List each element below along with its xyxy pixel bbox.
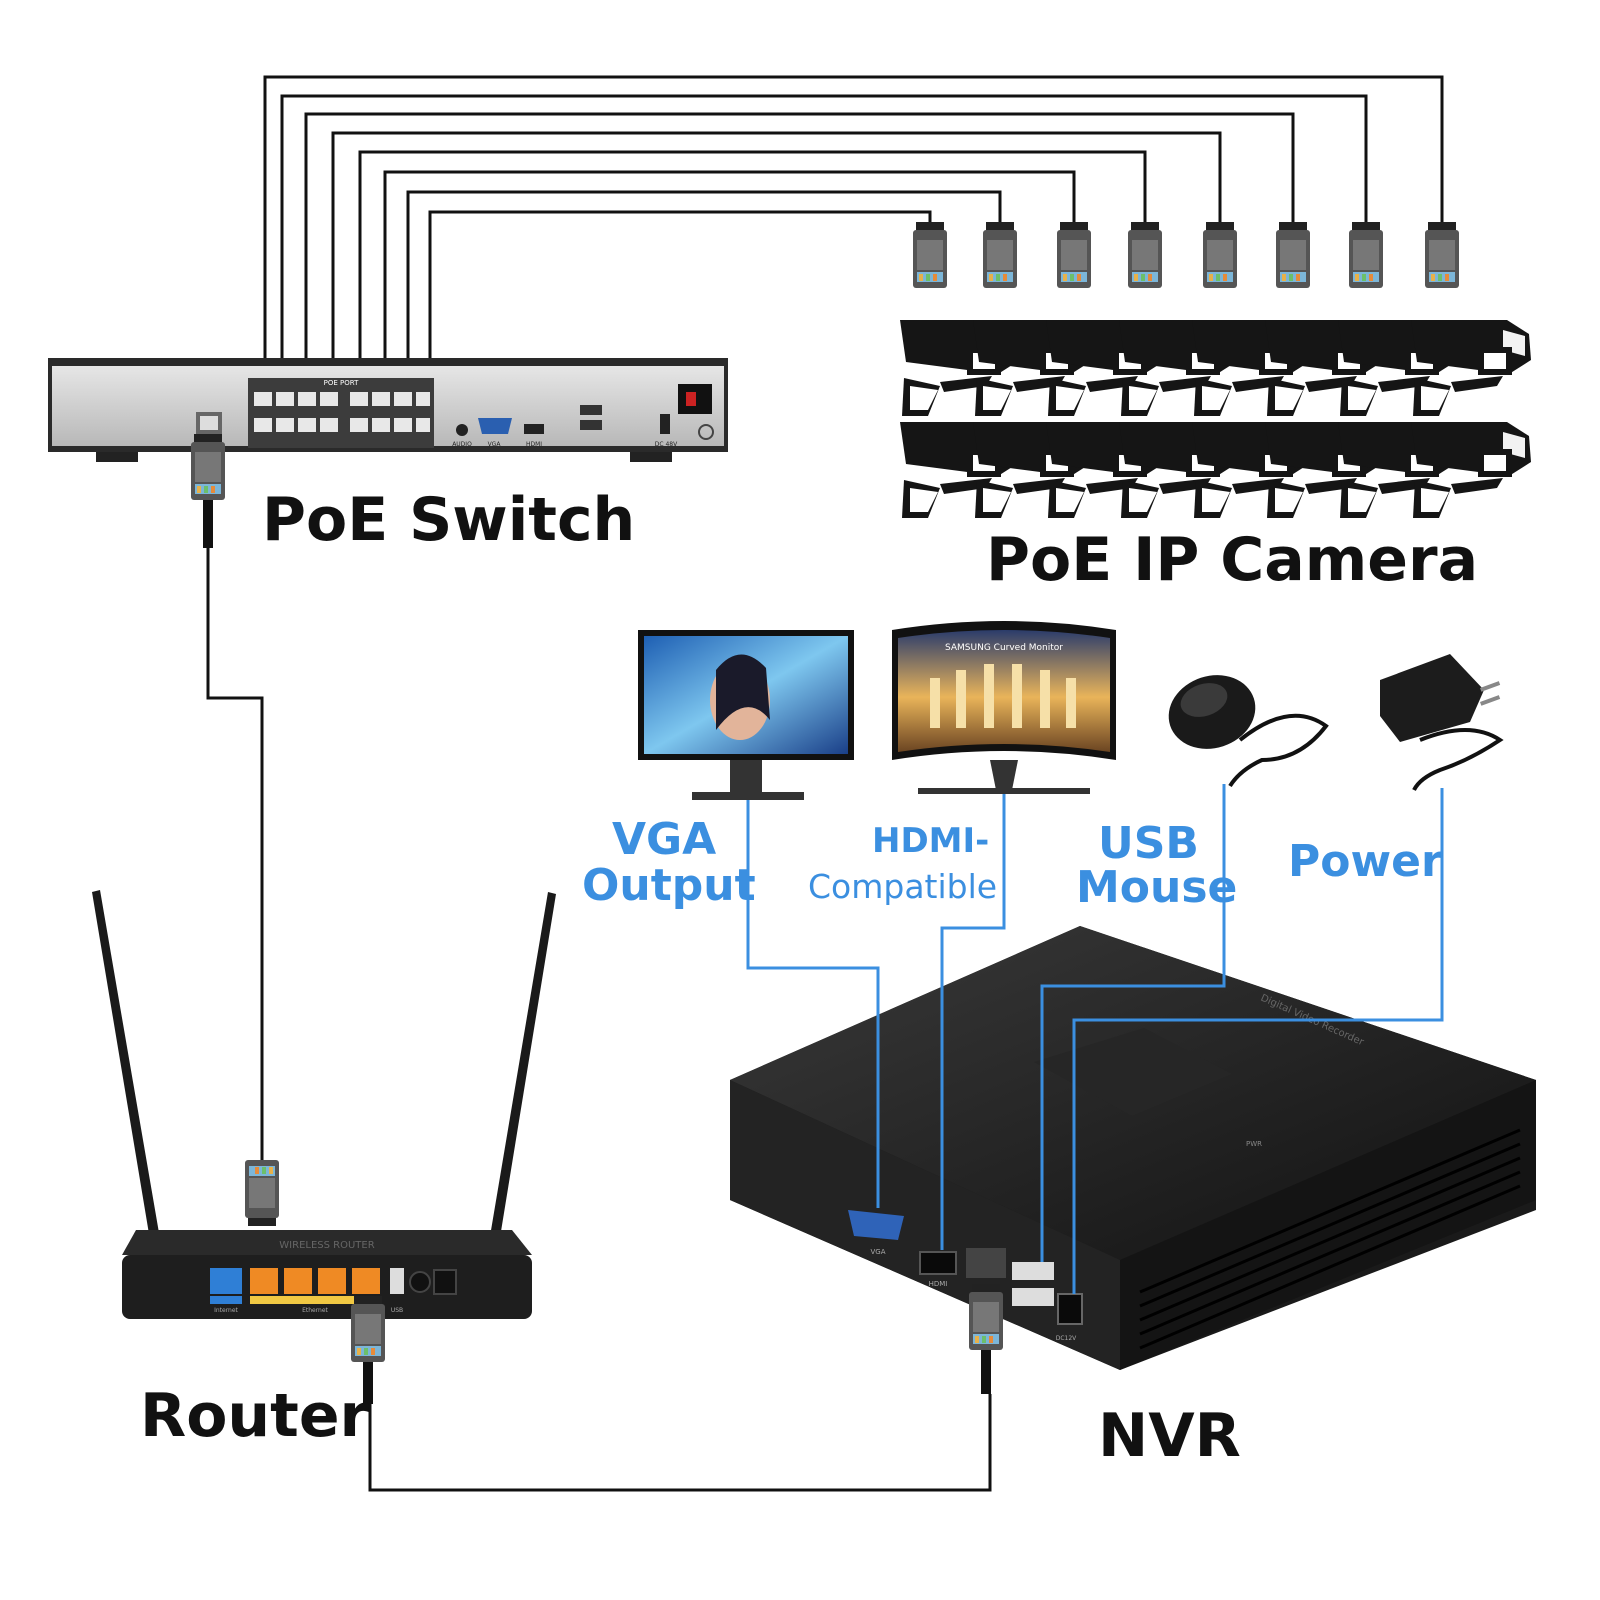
poe-switch: POE PORT AUDIO VGA HDMI DC 48V — [48, 358, 728, 462]
hdmi-label-line1: HDMI- — [872, 821, 990, 861]
switch-poe-port-text: POE PORT — [324, 379, 359, 387]
output-lines — [746, 784, 1444, 1294]
rj45-connector-icon — [245, 1160, 279, 1226]
nvr-vga-text: VGA — [870, 1248, 885, 1256]
router-connectors — [245, 1160, 385, 1404]
poe-ip-camera-label: PoE IP Camera — [986, 525, 1479, 595]
vga-output-label-line2: Output — [582, 860, 756, 911]
switch-vga-text: VGA — [488, 441, 502, 448]
nvr-label: NVR — [1098, 1401, 1241, 1471]
vga-monitor — [638, 630, 854, 800]
usb-mouse — [1168, 675, 1329, 788]
uplink-cable — [191, 434, 264, 1160]
ip-cameras — [900, 320, 1531, 518]
vga-output-label-line1: VGA — [612, 814, 717, 865]
switch-audio-text: AUDIO — [452, 441, 472, 448]
nvr: Digital Video Recorder PWR VGA HDMI DC12… — [730, 926, 1536, 1370]
rj45-connector-icon — [191, 434, 225, 500]
rj45-connector-icon — [351, 1296, 385, 1362]
nvr-pwr-text: PWR — [1246, 1140, 1262, 1148]
rj45-connector-icon — [1425, 222, 1459, 288]
rj45-connector-icon — [1203, 222, 1237, 288]
rj45-connector-icon — [1128, 222, 1162, 288]
usb-mouse-label-line2: Mouse — [1076, 862, 1238, 913]
rj45-connector-icon — [913, 222, 947, 288]
camera-connectors — [913, 222, 1459, 288]
nvr-dc-text: DC12V — [1056, 1335, 1077, 1342]
hdmi-label-line2: Compatible — [808, 867, 998, 906]
power-label: Power — [1288, 836, 1443, 887]
router-nvr-cable — [368, 1394, 992, 1492]
router-label: Router — [140, 1381, 370, 1451]
rj45-connector-icon — [1057, 222, 1091, 288]
router-top-text: WIRELESS ROUTER — [279, 1240, 374, 1251]
rj45-connector-icon — [1349, 222, 1383, 288]
rj45-connector-icon — [983, 222, 1017, 288]
rj45-connector-icon — [969, 1284, 1003, 1350]
power-adapter — [1380, 654, 1504, 791]
poe-switch-label: PoE Switch — [262, 485, 636, 555]
router-internet-text: Internet — [214, 1307, 238, 1314]
rj45-connector-icon — [1276, 222, 1310, 288]
nvr-hdmi-text: HDMI — [929, 1280, 948, 1288]
router: WIRELESS ROUTER Internet Ethernet USB — [92, 890, 556, 1319]
switch-dc-text: DC 48V — [655, 441, 678, 448]
router-ethernet-text: Ethernet — [302, 1307, 328, 1314]
switch-hdmi-text: HDMI — [526, 441, 542, 448]
hdmi-monitor: SAMSUNG Curved Monitor — [892, 621, 1116, 794]
camera-cables — [263, 75, 1444, 362]
router-usb-text: USB — [391, 1307, 403, 1314]
usb-mouse-label-line1: USB — [1098, 818, 1199, 869]
monitor-brand-text: SAMSUNG Curved Monitor — [945, 643, 1063, 653]
